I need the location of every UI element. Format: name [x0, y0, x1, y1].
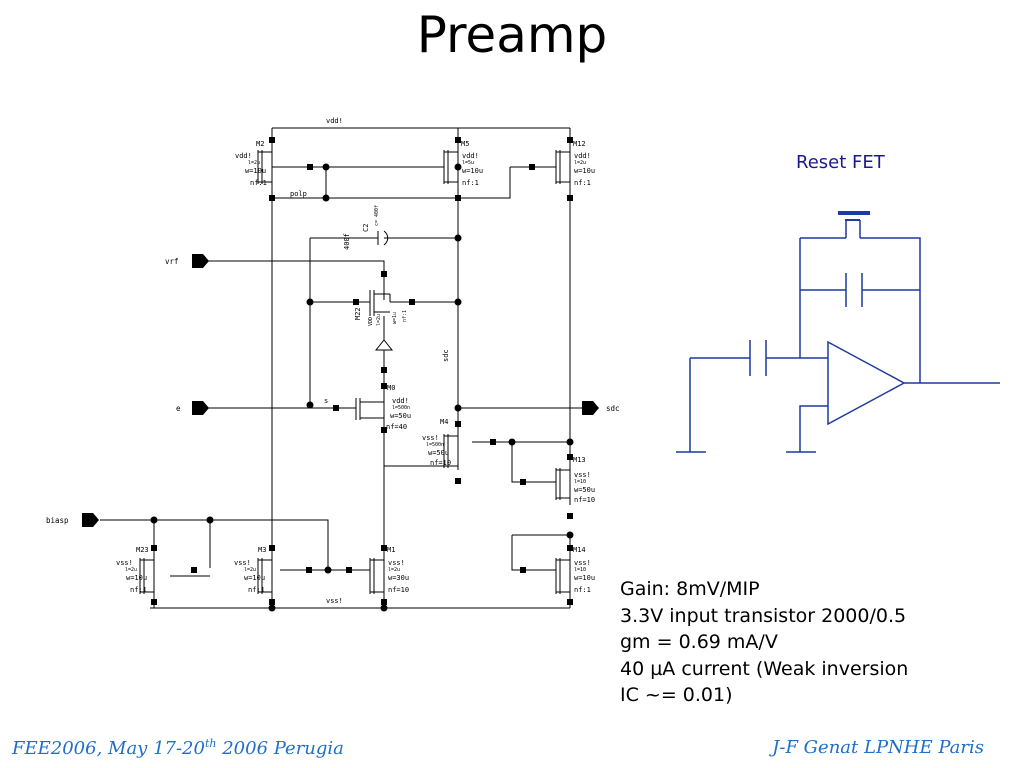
- m3-w: w=10u: [244, 574, 265, 582]
- vdd-rail-label: vdd!: [326, 117, 343, 125]
- polp-net-label: polp: [290, 190, 307, 198]
- sdc-net-label: sdc: [442, 349, 450, 362]
- e-pin-label: e: [176, 404, 181, 413]
- m13-name: M13: [573, 456, 586, 464]
- m1-w: w=30u: [388, 574, 409, 582]
- biasp-pin-flag: [82, 513, 99, 527]
- note-input-transistor: 3.3V input transistor 2000/0.5: [620, 604, 907, 627]
- m4-nf: nf=10: [430, 459, 451, 467]
- input-capacitor: [749, 340, 767, 376]
- footer-conference: FEE2006, May 17-20th 2006 Perugia: [12, 737, 344, 759]
- m22-w: w=1u: [392, 312, 398, 324]
- footer-author: J-F Genat LPNHE Paris: [772, 737, 984, 758]
- m1-supply: vss!: [388, 559, 405, 567]
- note-gm: gm = 0.69 mA/V: [620, 631, 778, 653]
- m14-w: w=10u: [574, 574, 595, 582]
- m23-supply: vss!: [116, 559, 133, 567]
- note-current: 40 µA current (Weak inversion: [620, 657, 909, 680]
- m2-supply: vdd!: [235, 152, 252, 160]
- note-ic: IC ~= 0.01): [620, 684, 733, 706]
- m0-name: M0: [387, 384, 395, 392]
- m13-l: l=10: [574, 479, 586, 485]
- footer-conference-prefix: FEE2006, May 17-20: [12, 738, 205, 759]
- m5-nf: nf:1: [462, 179, 479, 187]
- m13-nf: nf=10: [574, 496, 595, 504]
- c2-value-label: 400f: [343, 233, 351, 250]
- m0-l: l=500n: [392, 405, 410, 411]
- notes-list: Gain: 8mV/MIP 3.3V input transistor 2000…: [620, 576, 908, 709]
- footer-conference-sup: th: [204, 737, 217, 750]
- amplifier-triangle: [827, 340, 906, 426]
- m5-supply: vdd!: [462, 152, 479, 160]
- m5-w: w=10u: [462, 167, 483, 175]
- m14-supply: vss!: [574, 559, 591, 567]
- m22-nf: nf:1: [402, 310, 408, 322]
- m2-w: w=10u: [245, 167, 266, 175]
- sdc-pin-flag: [582, 401, 599, 415]
- m23-l: l=2u: [125, 567, 137, 573]
- m4-w: w=50u: [428, 449, 449, 457]
- m23-name: M23: [136, 546, 149, 554]
- feedback-capacitor: [845, 273, 863, 307]
- c2-name-label: C2: [362, 224, 370, 232]
- m23-w: w=10u: [126, 574, 147, 582]
- m0-w: w=50u: [390, 412, 411, 420]
- e-pin-flag: [192, 401, 209, 415]
- m13-w: w=50u: [574, 486, 595, 494]
- s-net-label: s: [324, 397, 328, 405]
- m1-nf: nf=10: [388, 586, 409, 594]
- m14-nf: nf:1: [574, 586, 591, 594]
- m14-name: M14: [573, 546, 586, 554]
- sdc-pin-label: sdc: [606, 404, 620, 413]
- m2-nf: nf:1: [250, 179, 267, 187]
- note-gain: Gain: 8mV/MIP: [620, 578, 760, 600]
- vrf-pin-label: vrf: [165, 257, 179, 266]
- m4-l: l=500n: [426, 442, 444, 448]
- m12-nf: nf:1: [574, 179, 591, 187]
- m22-l: l=2u: [376, 314, 382, 326]
- m3-nf: nf:1: [248, 586, 265, 594]
- m23-nf: nf:1: [130, 586, 147, 594]
- biasp-pin-label: biasp: [46, 516, 69, 525]
- m3-l: l=2u: [244, 567, 256, 573]
- m22-name: M22: [354, 307, 362, 320]
- c2-param-label: c= 400f: [374, 205, 380, 226]
- vss-rail-label: vss!: [326, 597, 343, 605]
- m1-name: M1: [387, 546, 395, 554]
- m4-name: M4: [440, 418, 448, 426]
- m22-supply: VDD: [368, 317, 374, 326]
- m4-supply: vss!: [422, 434, 439, 442]
- m0-nf: nf=40: [386, 423, 407, 431]
- m5-l: l=5u: [462, 160, 474, 166]
- m14-l: l=10: [574, 567, 586, 573]
- footer-conference-suffix: 2006 Perugia: [216, 738, 344, 759]
- m3-supply: vss!: [234, 559, 251, 567]
- m0-supply: vdd!: [392, 397, 409, 405]
- m12-l: l=2u: [574, 160, 586, 166]
- m1-l: l=2u: [388, 567, 400, 573]
- m5-name: M5: [461, 140, 469, 148]
- m12-supply: vdd!: [574, 152, 591, 160]
- m12-name: M12: [573, 140, 586, 148]
- reset-fet-label: Reset FET: [796, 152, 885, 173]
- m2-name: M2: [256, 140, 264, 148]
- m12-w: w=10u: [574, 167, 595, 175]
- vrf-pin-flag: [192, 254, 209, 268]
- m13-supply: vss!: [574, 471, 591, 479]
- slide-title: Preamp: [416, 6, 608, 64]
- m2-l: l=2u: [248, 160, 260, 166]
- m3-name: M3: [258, 546, 266, 554]
